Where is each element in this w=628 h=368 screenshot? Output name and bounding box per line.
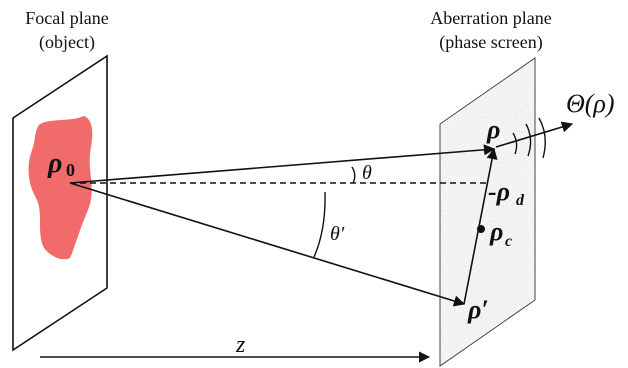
aberration-plane-subtitle: (phase screen) xyxy=(439,32,542,53)
rho-d-label: -ρ d xyxy=(488,177,525,209)
svg-text:d: d xyxy=(516,192,525,209)
rho-c-point xyxy=(477,225,485,233)
rho-zero-label: ρ 0 xyxy=(47,148,75,180)
rho-prime-label: ρ′ xyxy=(467,295,489,324)
z-label: z xyxy=(235,332,246,358)
theta-prime-label: θ′ xyxy=(330,223,345,245)
wavefront-arc-2 xyxy=(525,123,532,157)
svg-text:ρ: ρ xyxy=(47,148,62,179)
focal-plane-subtitle: (object) xyxy=(39,32,95,53)
theta-rho-label: Θ(ρ) xyxy=(566,89,615,118)
wavefront-arc-1 xyxy=(512,132,518,155)
object-shape xyxy=(28,116,93,260)
ray-to-rho xyxy=(69,144,496,184)
aberration-plane-title: Aberration plane xyxy=(430,8,551,28)
output-wave-arrow xyxy=(495,121,574,148)
theta-label: θ xyxy=(362,162,372,184)
svg-text:ρ: ρ xyxy=(489,217,503,246)
focal-plane-title: Focal plane xyxy=(25,8,108,28)
rho-label: ρ xyxy=(486,115,500,144)
theta-arc xyxy=(351,166,356,184)
rho-c-label: ρ c xyxy=(489,217,512,250)
svg-text:c: c xyxy=(505,233,512,250)
theta-prime-arc xyxy=(313,191,326,258)
svg-text:0: 0 xyxy=(66,160,75,180)
svg-text:-ρ: -ρ xyxy=(488,177,510,206)
ray-to-rho-prime xyxy=(69,182,466,307)
wavefront-arc-3 xyxy=(538,117,546,159)
